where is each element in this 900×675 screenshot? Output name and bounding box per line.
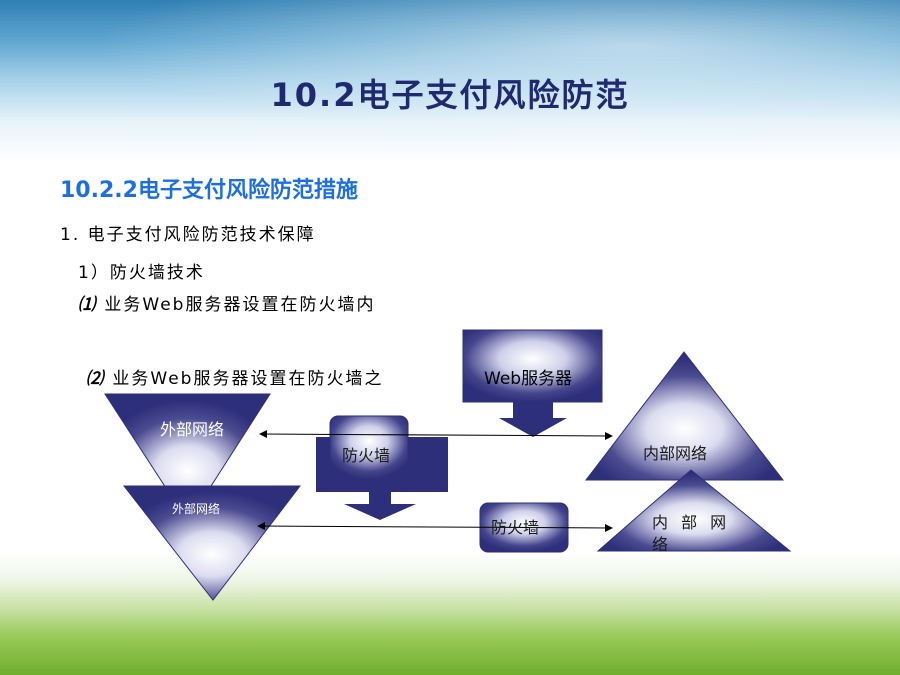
firewall-label-1: 防火墙	[342, 446, 391, 465]
slide-subtitle: 10.2.2电子支付风险防范措施	[60, 178, 358, 203]
item-text-1: 业务Web服务器设置在防火墙内	[97, 295, 376, 315]
bullet-line-3: ⑴ 业务Web服务器设置在防火墙内	[78, 290, 375, 315]
external-network-label-2: 外部网络	[172, 502, 221, 516]
external-network-label-1: 外部网络	[160, 420, 225, 439]
bullet-line-4: ⑵ 业务Web服务器设置在防火墙之	[86, 364, 383, 389]
internal-network-label-1: 内部网络	[643, 444, 708, 463]
slide-title: 10.2电子支付风险防范	[270, 76, 630, 114]
item-number-2: ⑵	[86, 369, 105, 389]
internal-network-label-2: 内 部 网 络	[652, 513, 731, 554]
web-server-label: Web服务器	[484, 369, 573, 389]
firewall-label-2: 防火墙	[491, 518, 540, 537]
item-text-2: 业务Web服务器设置在防火墙之	[105, 369, 384, 389]
bullet-line-1: 1. 电子支付风险防范技术保障	[60, 225, 316, 245]
bullet-line-2: 1）防火墙技术	[78, 263, 205, 283]
item-number-1: ⑴	[78, 295, 97, 315]
